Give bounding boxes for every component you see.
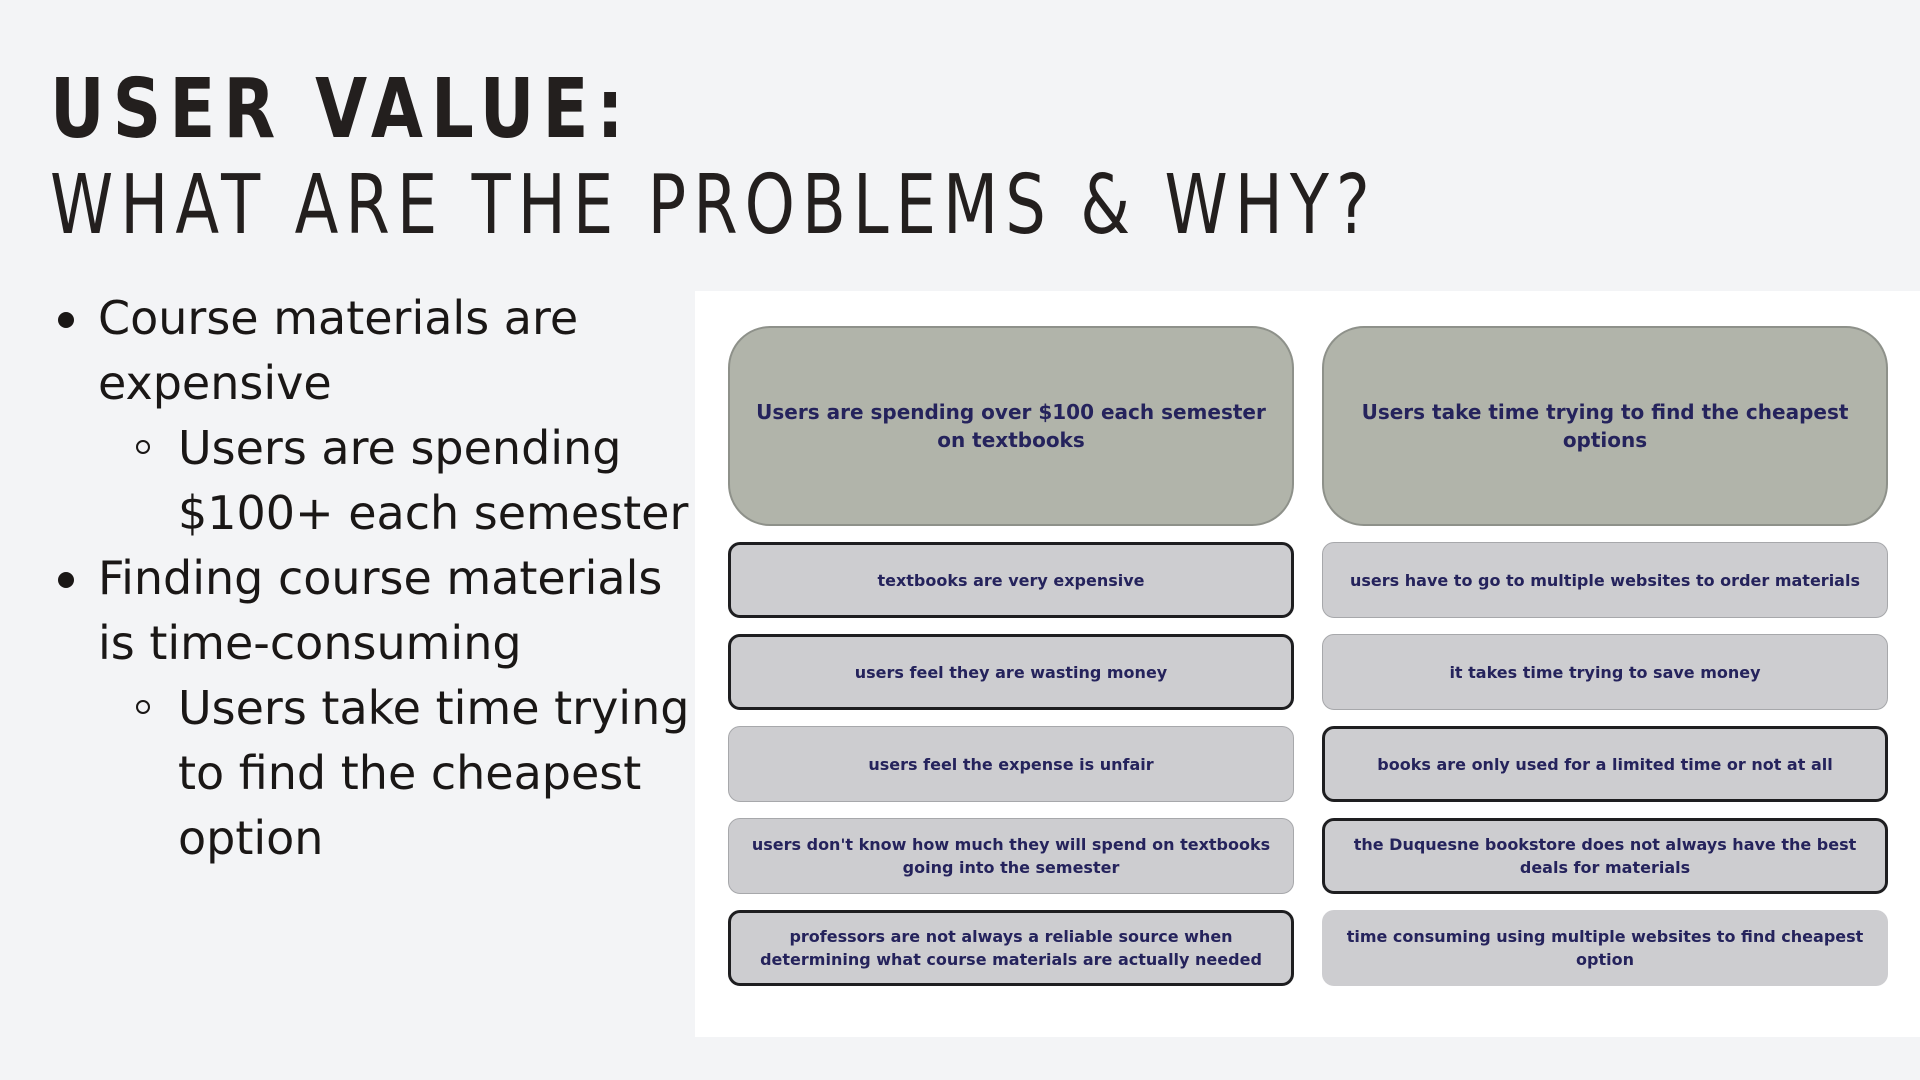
affinity-board: Users are spending over $100 each semest…	[695, 291, 1920, 1037]
slide-title: USER VALUE: WHAT ARE THE PROBLEMS & WHY?	[50, 62, 1751, 254]
title-line-1: USER VALUE:	[50, 62, 632, 157]
header-card-cost: Users are spending over $100 each semest…	[728, 326, 1294, 526]
note-card: the Duquesne bookstore does not always h…	[1322, 818, 1888, 894]
note-card: users don't know how much they will spen…	[728, 818, 1294, 894]
note-card: books are only used for a limited time o…	[1322, 726, 1888, 802]
board-column-cost: Users are spending over $100 each semest…	[728, 326, 1294, 986]
sub-bullet-item-cheapest: Users take time trying to find the cheap…	[136, 676, 692, 871]
bullet-item-time-consuming: Finding course materials is time-consumi…	[52, 546, 692, 676]
sub-bullet-item-spending: Users are spending $100+ each semester	[136, 416, 692, 546]
header-card-label: Users take time trying to find the cheap…	[1361, 400, 1849, 452]
note-card: textbooks are very expensive	[728, 542, 1294, 618]
header-card-time: Users take time trying to find the cheap…	[1322, 326, 1888, 526]
board-column-time: Users take time trying to find the cheap…	[1322, 326, 1888, 986]
note-card: users feel they are wasting money	[728, 634, 1294, 710]
note-card: it takes time trying to save money	[1322, 634, 1888, 710]
note-card: professors are not always a reliable sou…	[728, 910, 1294, 986]
note-card: users have to go to multiple websites to…	[1322, 542, 1888, 618]
bullet-list: Course materials are expensive Users are…	[52, 286, 692, 871]
bullet-item-expensive: Course materials are expensive	[52, 286, 692, 416]
title-line-2: WHAT ARE THE PROBLEMS & WHY?	[50, 158, 1377, 253]
note-card: time consuming using multiple websites t…	[1322, 910, 1888, 986]
header-card-label: Users are spending over $100 each semest…	[756, 400, 1266, 452]
note-card: users feel the expense is unfair	[728, 726, 1294, 802]
